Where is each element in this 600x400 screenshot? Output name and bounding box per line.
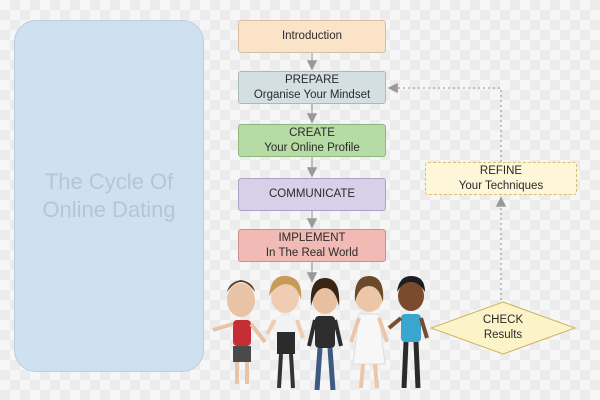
step-refine: REFINE Your Techniques — [425, 162, 577, 195]
person-figure-1 — [212, 280, 267, 384]
step-communicate: COMMUNICATE — [238, 178, 386, 211]
step-prepare: PREPARE Organise Your Mindset — [238, 71, 386, 104]
person-figure-3 — [307, 278, 343, 391]
check-label: CHECK Results — [430, 301, 576, 355]
arrow-refine-to-prepare — [387, 82, 502, 162]
step-create: CREATE Your Online Profile — [238, 124, 386, 157]
step-create-title: CREATE — [289, 126, 335, 139]
people-illustration — [212, 275, 429, 391]
step-check-subtitle: Results — [483, 329, 523, 341]
title-line-2: Online Dating — [42, 197, 176, 222]
step-check: CHECK Results — [430, 301, 576, 355]
person-figure-2 — [265, 275, 305, 389]
person-figure-4 — [349, 276, 389, 389]
step-introduction-label: Introduction — [281, 30, 343, 42]
step-refine-subtitle: Your Techniques — [458, 179, 544, 192]
check-diamond-shape — [430, 301, 576, 355]
step-create-subtitle: Your Online Profile — [264, 141, 360, 154]
title-text: The Cycle Of Online Dating — [42, 168, 175, 224]
step-check-title: CHECK — [482, 314, 524, 326]
step-implement-title: IMPLEMENT — [278, 231, 346, 244]
title-line-1: The Cycle Of — [44, 169, 174, 194]
step-introduction: Introduction — [238, 20, 386, 53]
person-figure-5 — [387, 276, 429, 389]
step-prepare-subtitle: Organise Your Mindset — [253, 88, 371, 101]
step-refine-title: REFINE — [479, 164, 523, 177]
step-implement: IMPLEMENT In The Real World — [238, 229, 386, 262]
step-communicate-title: COMMUNICATE — [268, 188, 356, 200]
step-prepare-title: PREPARE — [284, 73, 340, 86]
title-panel: The Cycle Of Online Dating — [14, 20, 204, 372]
step-implement-subtitle: In The Real World — [265, 246, 359, 259]
